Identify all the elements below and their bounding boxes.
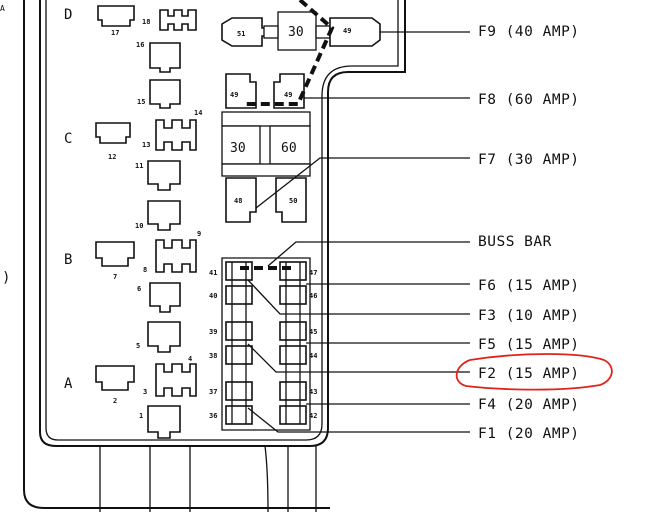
callout-f8: F8 (60 AMP) xyxy=(478,92,580,108)
cavity-label-51: 51 xyxy=(237,30,245,38)
cavity-label-8: 8 xyxy=(143,266,147,274)
cavity-49-left xyxy=(225,73,257,109)
cavity-17 xyxy=(97,5,135,27)
cavity-6 xyxy=(149,282,181,313)
left-column: 17 18 16 15 12 13 14 11 10 7 8 9 6 5 2 3… xyxy=(95,5,202,439)
cavity-40 xyxy=(225,285,253,305)
cavity-label-44: 44 xyxy=(309,352,317,360)
cavity-label-6: 6 xyxy=(137,285,141,293)
row-label-a: A xyxy=(64,376,73,392)
cavity-label-13: 13 xyxy=(142,141,150,149)
callout-f6: F6 (15 AMP) xyxy=(478,278,580,294)
corner-mark-paren: ) xyxy=(2,270,10,286)
cavity-12 xyxy=(95,122,131,144)
cavity-37 xyxy=(225,381,253,401)
cavity-8 xyxy=(155,239,197,273)
relay-60 xyxy=(269,125,311,165)
buss-bar-dashed-top xyxy=(244,0,335,106)
cavity-label-38: 38 xyxy=(209,352,217,360)
cavity-label-50: 50 xyxy=(289,197,297,205)
cavity-label-17: 17 xyxy=(111,29,119,37)
leader-lines xyxy=(247,31,470,433)
row-label-c: C xyxy=(64,131,72,147)
cavity-label-16: 16 xyxy=(136,41,144,49)
callout-f1: F1 (20 AMP) xyxy=(478,426,580,442)
cavity-label-39: 39 xyxy=(209,328,217,336)
cavity-label-42: 42 xyxy=(309,412,317,420)
cavity-13 xyxy=(155,119,197,151)
cavity-44 xyxy=(279,345,307,365)
row-label-b: B xyxy=(64,252,72,268)
callout-f3: F3 (10 AMP) xyxy=(478,308,580,324)
cavity-label-40: 40 xyxy=(209,292,217,300)
cavity-38 xyxy=(225,345,253,365)
cavity-7 xyxy=(95,241,135,267)
cavity-label-15: 15 xyxy=(137,98,145,106)
housing-outline xyxy=(23,0,406,512)
cavity-label-9: 9 xyxy=(197,230,201,238)
row-label-d: D xyxy=(64,7,72,23)
cavity-47 xyxy=(279,261,307,281)
cavity-label-46: 46 xyxy=(309,292,317,300)
cavity-label-2: 2 xyxy=(113,397,117,405)
callout-f2: F2 (15 AMP) xyxy=(478,366,580,382)
cavity-label-12: 12 xyxy=(108,153,116,161)
upper-block: 51 30 49 49 49 30 60 48 50 xyxy=(221,11,381,223)
cavity-label-3: 3 xyxy=(143,388,147,396)
f2-highlight-circle xyxy=(455,353,613,391)
cavity-5 xyxy=(147,321,181,353)
cavity-3 xyxy=(155,363,197,397)
cavity-label-1: 1 xyxy=(139,412,143,420)
relay-30-label: 30 xyxy=(230,141,246,156)
cavity-label-49-top: 49 xyxy=(343,27,351,35)
cavity-11 xyxy=(147,160,181,191)
callout-f7: F7 (30 AMP) xyxy=(478,152,580,168)
cavity-16 xyxy=(149,42,181,73)
cavity-49-right xyxy=(273,73,305,109)
relay-60-label: 60 xyxy=(281,141,297,156)
corner-mark-a: A xyxy=(0,4,5,13)
cavity-label-41: 41 xyxy=(209,269,217,277)
cavity-50 xyxy=(275,177,307,223)
cavity-label-10: 10 xyxy=(135,222,143,230)
callout-buss-bar: BUSS BAR xyxy=(478,234,552,250)
cavity-label-43: 43 xyxy=(309,388,317,396)
cavity-10 xyxy=(147,200,181,231)
cavity-43 xyxy=(279,381,307,401)
cavity-48 xyxy=(225,177,257,223)
cavity-46 xyxy=(279,285,307,305)
cavity-41 xyxy=(225,261,253,281)
cavity-label-48: 48 xyxy=(234,197,242,205)
cavity-label-47: 47 xyxy=(309,269,317,277)
cavity-label-4: 4 xyxy=(188,355,192,363)
cavity-label-37: 37 xyxy=(209,388,217,396)
cavity-label-11: 11 xyxy=(135,162,143,170)
lower-block: 41 40 39 38 37 36 47 46 45 44 43 42 xyxy=(209,257,317,431)
callout-f5: F5 (15 AMP) xyxy=(478,337,580,353)
cavity-18 xyxy=(159,9,197,31)
cavity-label-45: 45 xyxy=(309,328,317,336)
cavity-2 xyxy=(95,365,135,391)
callout-f4: F4 (20 AMP) xyxy=(478,397,580,413)
cavity-label-36: 36 xyxy=(209,412,217,420)
cavity-39 xyxy=(225,321,253,341)
cavity-label-49-left: 49 xyxy=(230,91,238,99)
cavity-15 xyxy=(149,79,181,109)
cavity-label-14: 14 xyxy=(194,109,202,117)
cavity-45 xyxy=(279,321,307,341)
cavity-label-5: 5 xyxy=(136,342,140,350)
cavity-label-49-right: 49 xyxy=(284,91,292,99)
callout-f9: F9 (40 AMP) xyxy=(478,24,580,40)
relay-top-label: 30 xyxy=(288,25,304,40)
cavity-49-top xyxy=(329,17,381,47)
cavity-label-7: 7 xyxy=(113,273,117,281)
cavity-1 xyxy=(147,405,181,439)
cavity-label-18: 18 xyxy=(142,18,150,26)
cavity-42 xyxy=(279,405,307,425)
